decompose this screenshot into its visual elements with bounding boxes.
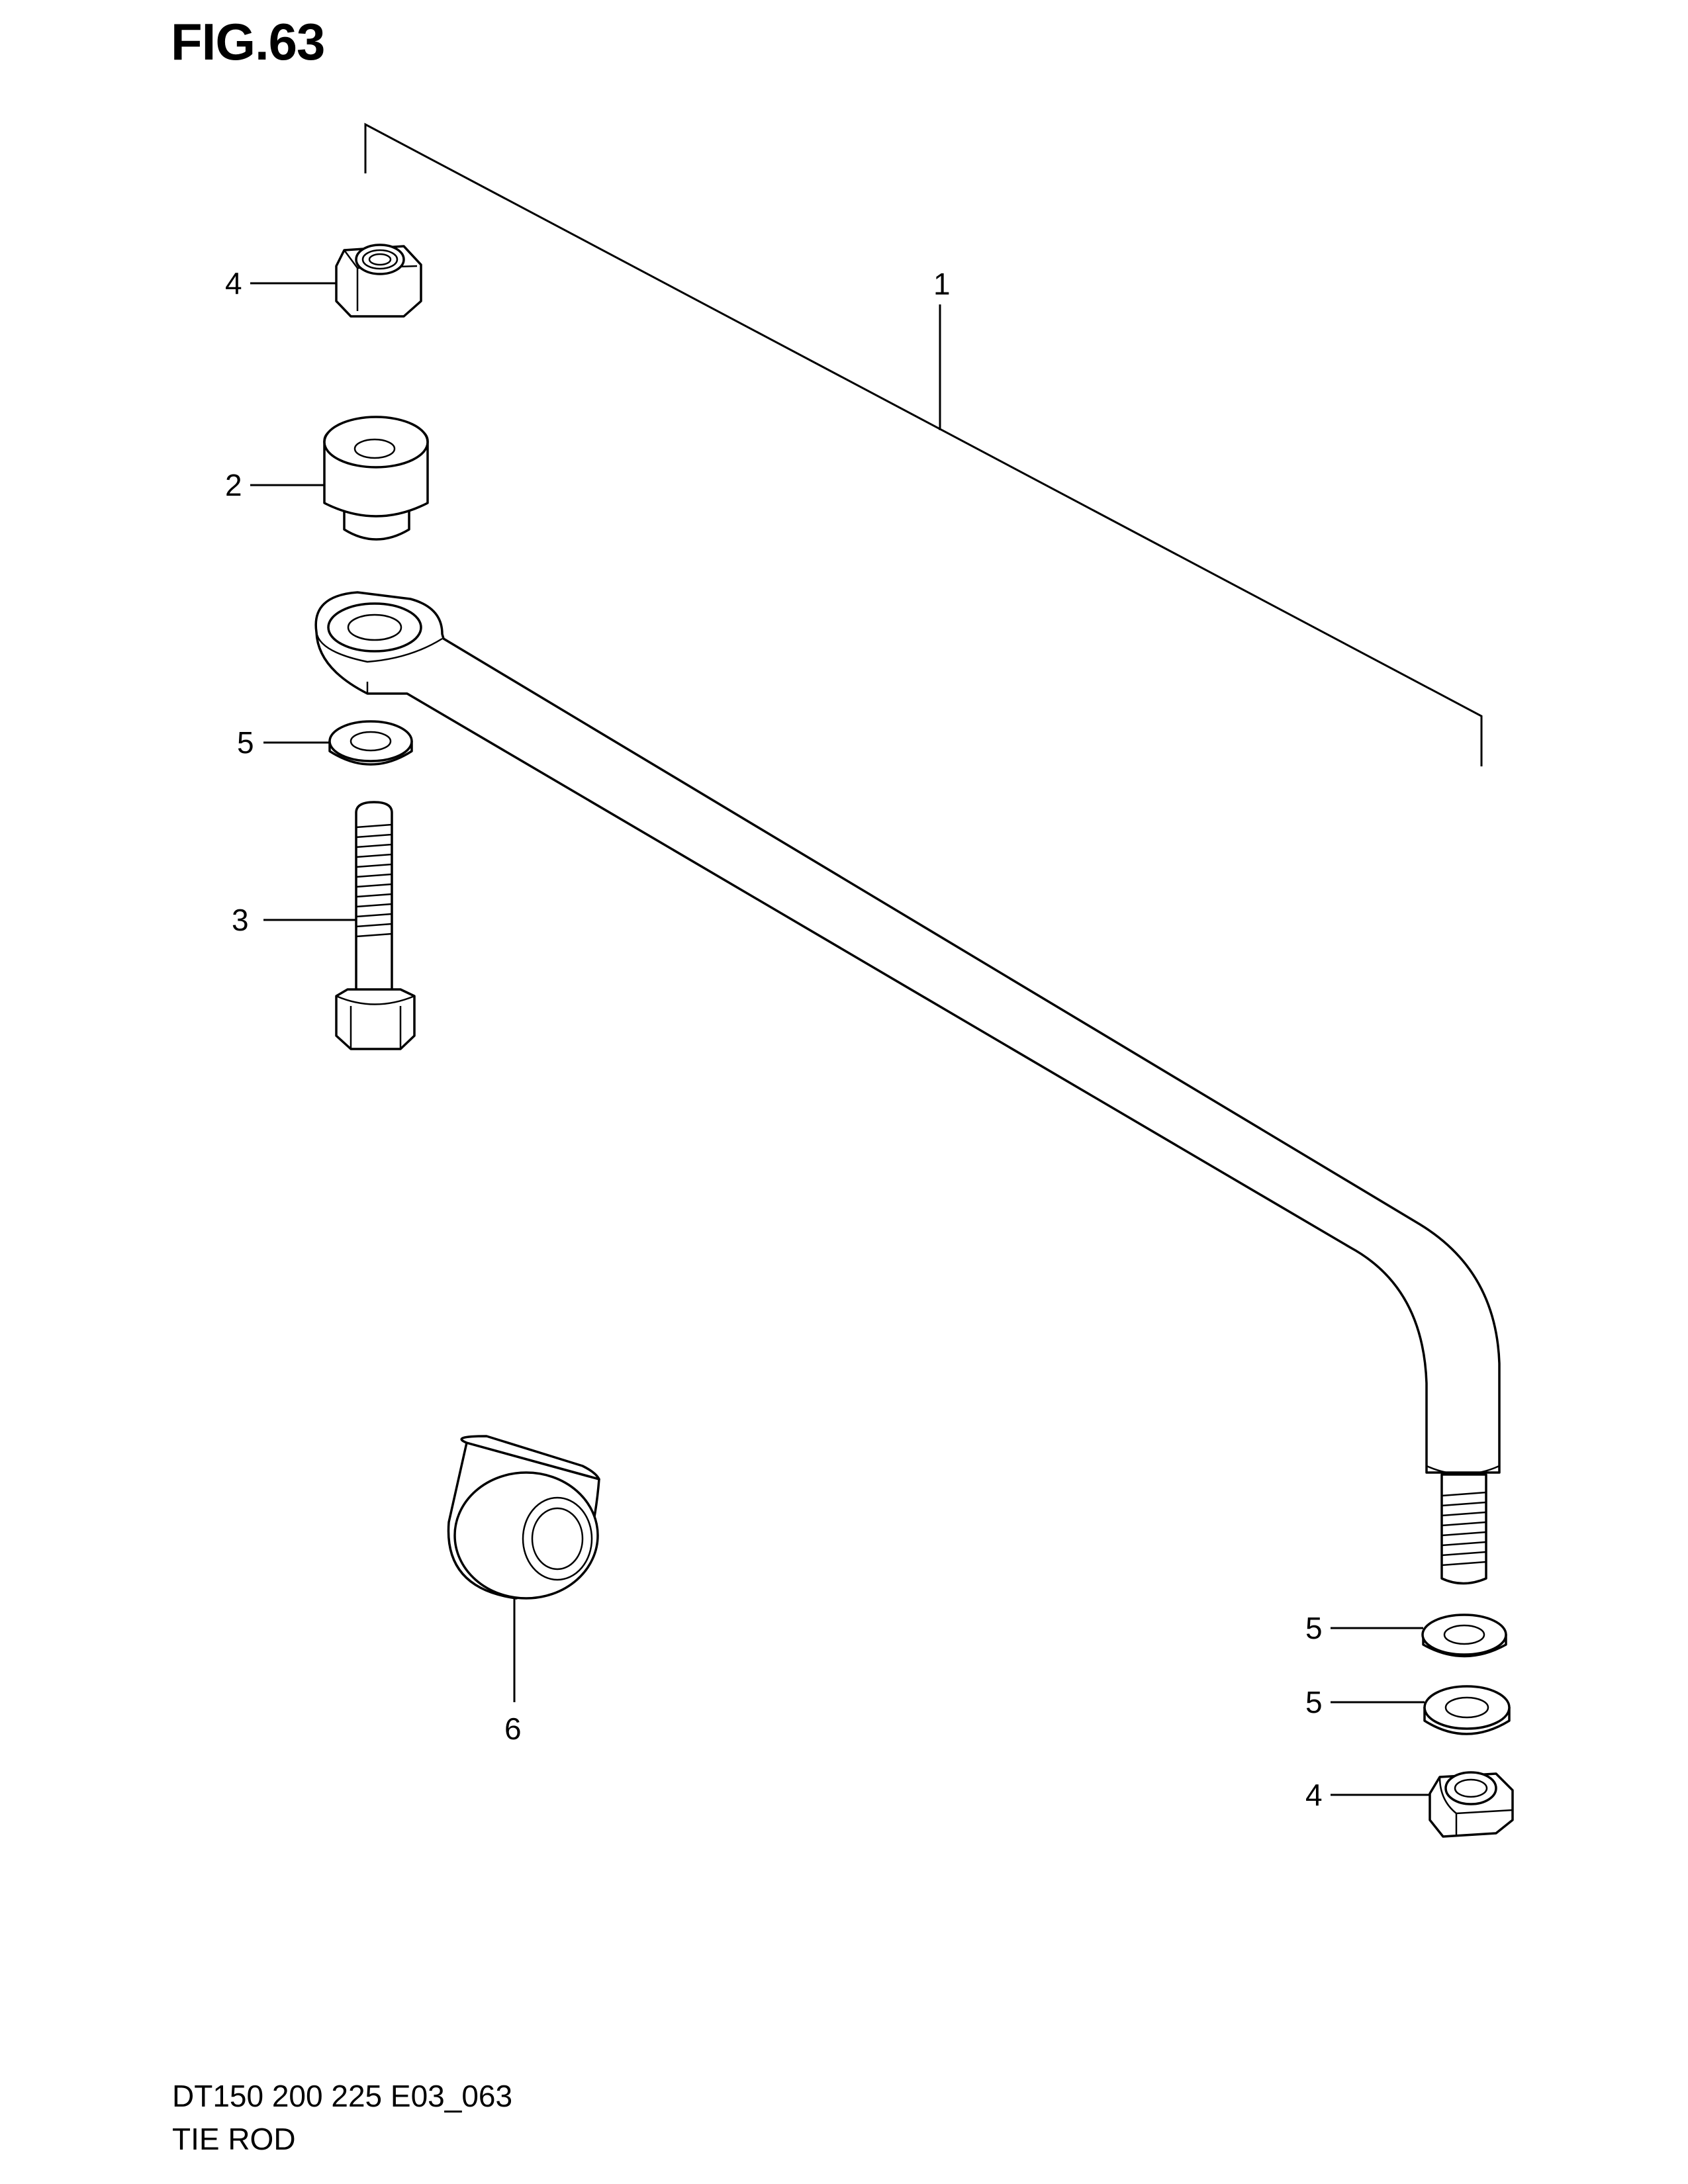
drawing-code: DT150 200 225 E03_063	[172, 2079, 513, 2113]
callout-5-top-washer: 5	[237, 725, 254, 760]
callout-5-lower-washer-b: 5	[1305, 1685, 1323, 1719]
bottom-nut-part[interactable]	[1429, 1771, 1514, 1838]
callout-4-top-nut: 4	[225, 266, 242, 300]
drawing-name: TIE ROD	[172, 2122, 296, 2156]
callout-6-spacer: 6	[504, 1711, 522, 1746]
top-nut-part[interactable]	[335, 244, 422, 318]
bolt-part[interactable]	[335, 801, 416, 1050]
lower-washer-b-part[interactable]	[1423, 1685, 1511, 1735]
assembly-bracket	[364, 122, 1483, 766]
callout-4-bottom-nut: 4	[1305, 1778, 1323, 1812]
lower-washer-a-part[interactable]	[1421, 1614, 1507, 1658]
callout-3-bolt: 3	[232, 903, 249, 937]
spacer-part[interactable]	[447, 1435, 600, 1600]
callout-5-lower-washer-a: 5	[1305, 1611, 1323, 1645]
bushing-part[interactable]	[323, 416, 429, 541]
top-washer-part[interactable]	[328, 720, 413, 766]
tie-rod-part[interactable]	[314, 591, 1501, 1475]
callout-1-assembly: 1	[933, 267, 951, 301]
tie-rod-threaded-end	[1440, 1473, 1487, 1585]
figure-title: FIG.63	[171, 13, 325, 71]
callout-labels: 1 4 2 5 3 6 5 5 4	[225, 266, 1323, 1812]
leader-lines	[250, 282, 1430, 1796]
callout-2-bushing: 2	[225, 468, 242, 502]
